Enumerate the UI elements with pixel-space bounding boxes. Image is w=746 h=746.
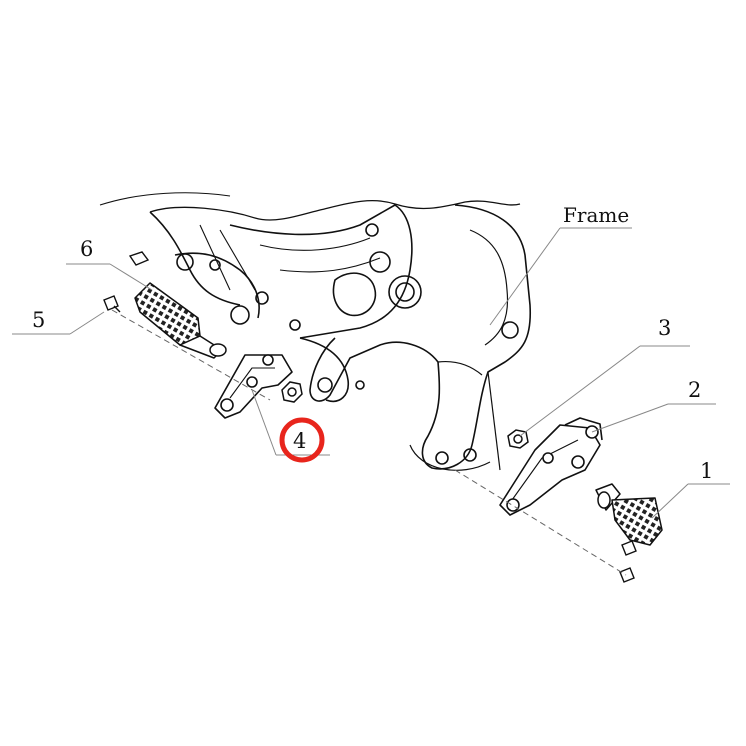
- callout-3-label: 3: [658, 316, 671, 340]
- bolt-lower-right-b: [619, 567, 635, 583]
- part-2-bracket: [499, 417, 603, 516]
- bolt-lower-right-a: [621, 540, 637, 556]
- highlight-circle: [279, 417, 325, 463]
- leader-lines: [12, 227, 730, 519]
- part-6-footpeg: [134, 282, 227, 359]
- frame-drawing: [99, 192, 532, 471]
- alignment-line-left: [111, 309, 271, 401]
- nut-left: [281, 381, 303, 403]
- alignment-line-right: [454, 469, 627, 576]
- callout-5-label: 5: [32, 308, 45, 332]
- callout-1-label: 1: [700, 459, 713, 483]
- callout-frame-label: Frame: [563, 203, 629, 227]
- bolt-small-upper: [128, 251, 150, 266]
- part-1-footpeg: [595, 483, 663, 546]
- callout-4-label: 4: [293, 429, 306, 453]
- part-5-bolt: [103, 295, 121, 313]
- part-3-nut: [507, 429, 529, 449]
- part-4-bracket: [214, 354, 293, 419]
- callout-6-label: 6: [80, 237, 93, 261]
- callout-2-label: 2: [688, 378, 701, 402]
